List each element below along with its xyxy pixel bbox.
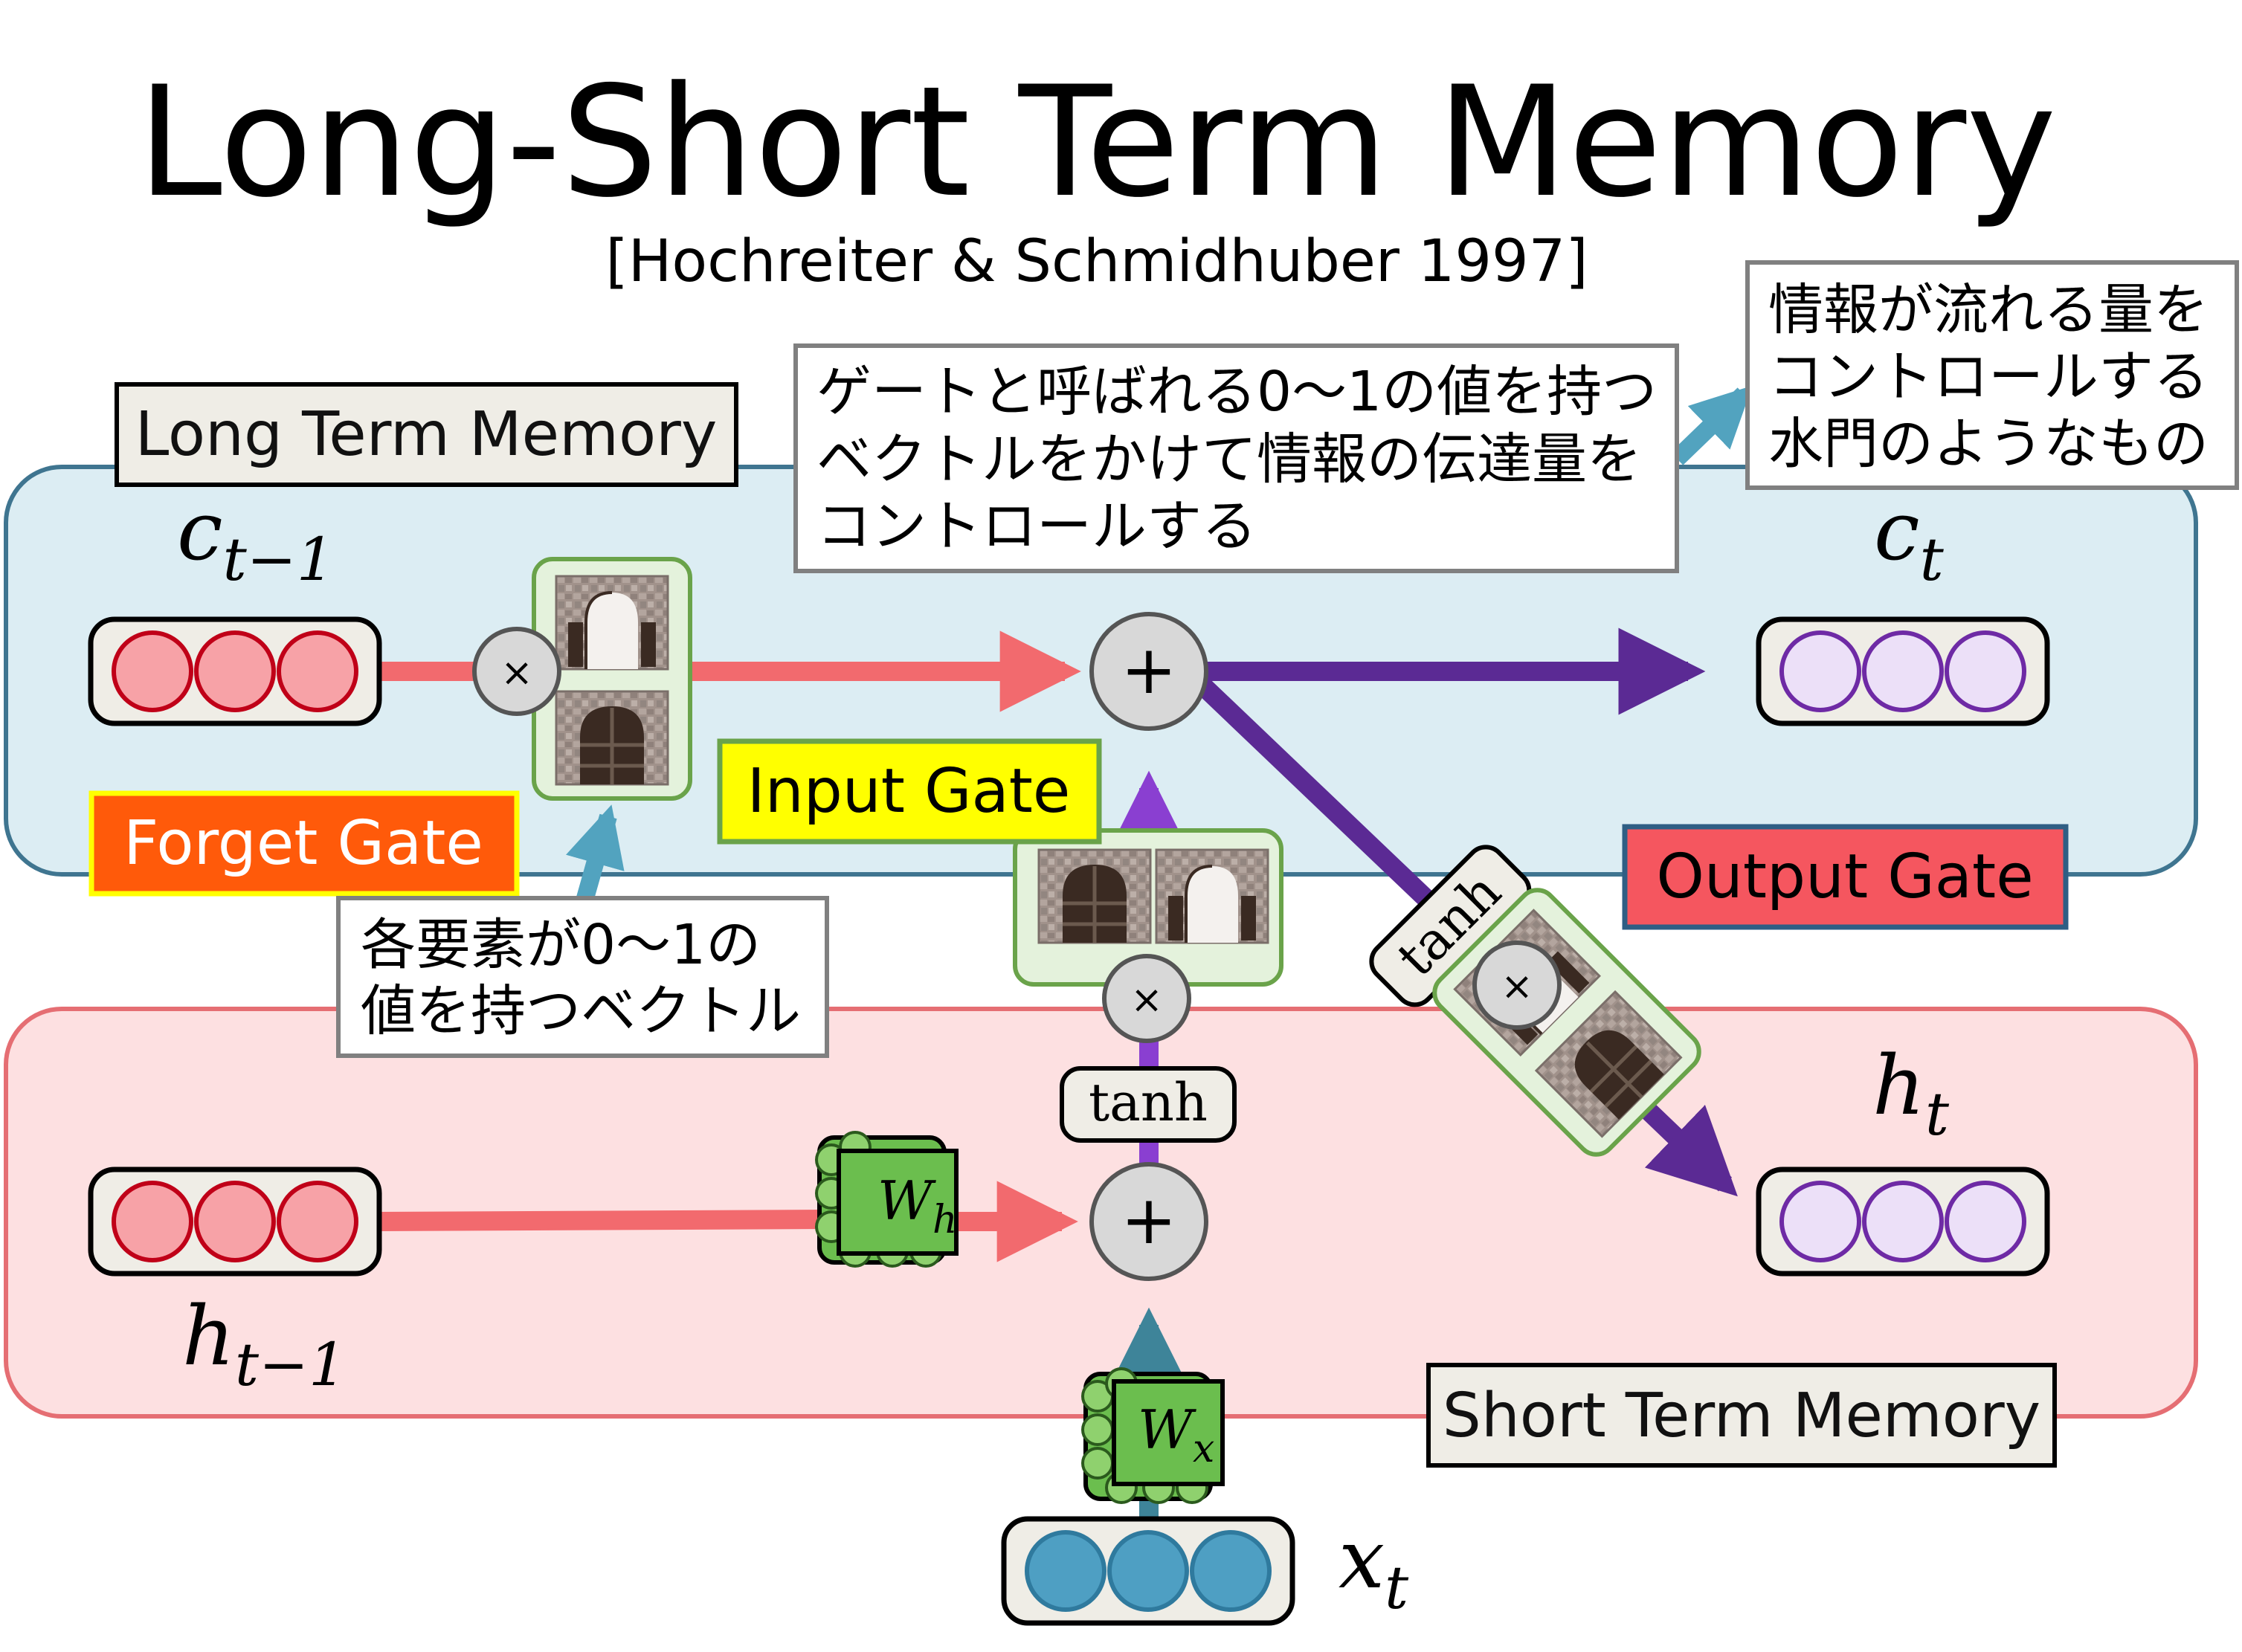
tanh-input-text: tanh [1089, 1072, 1208, 1133]
output-gate-label: Output Gate [1622, 824, 2069, 930]
callout-gate-description: ゲートと呼ばれる0〜1の値を持つ ベクトルをかけて情報の伝達量を コントロールす… [793, 343, 1679, 573]
short-term-memory-text: Short Term Memory [1443, 1381, 2040, 1451]
callout-sluice-description: 情報が流れる量を コントロールする 水門のようなもの [1745, 260, 2239, 490]
vector-x-t-cell [1025, 1530, 1106, 1612]
forget-multiply-symbol: × [500, 651, 533, 695]
vector-c-t-cell [1862, 630, 1944, 712]
output-multiply-node: × [1472, 940, 1562, 1030]
vector-h-prev [88, 1167, 382, 1277]
callout-sluice-line-3: 水門のようなもの [1768, 412, 2209, 476]
forget-gate-text: Forget Gate [123, 808, 483, 879]
long-term-memory-label: Long Term Memory [115, 382, 738, 487]
vector-x-t-cell [1107, 1530, 1189, 1612]
label-x-t: xt [1339, 1511, 1409, 1622]
short-term-memory-label: Short Term Memory [1426, 1363, 2057, 1468]
label-c-t: ct [1874, 483, 1945, 594]
output-gate-text: Output Gate [1656, 842, 2033, 912]
input-gate-label: Input Gate [717, 738, 1102, 845]
vector-h-t-cell [1945, 1181, 2026, 1262]
label-h-prev: ht−1 [182, 1288, 347, 1399]
long-term-memory-text: Long Term Memory [135, 399, 718, 470]
callout-arrow-vector [566, 804, 625, 906]
input-gate-text: Input Gate [747, 756, 1071, 827]
input-multiply-node: × [1102, 954, 1191, 1043]
cell-plus-node: + [1089, 612, 1208, 731]
vector-x-t-cell [1190, 1530, 1272, 1612]
callout-gate-line-1: ゲートと呼ばれる0〜1の値を持つ [816, 360, 1657, 424]
forget-gate-label: Forget Gate [88, 790, 520, 897]
vector-c-prev-cell [112, 630, 193, 712]
callout-vector-description: 各要素が0〜1の 値を持つベクトル [336, 896, 829, 1058]
callout-gate-line-2: ベクトルをかけて情報の伝達量を [816, 427, 1642, 491]
input-plus-node: + [1089, 1162, 1208, 1281]
callout-vector-line-1: 各要素が0〜1の [361, 913, 761, 977]
forget-multiply-node: × [472, 627, 561, 716]
vector-h-prev-cell [112, 1181, 193, 1262]
gate-open-icon [555, 575, 669, 671]
label-h-t: ht [1872, 1038, 1950, 1149]
callout-arrow-sluice [1670, 385, 1753, 465]
weight-wx: Wx [1081, 1367, 1225, 1504]
vector-c-t-cell [1779, 630, 1861, 712]
gate-open-icon [1155, 848, 1269, 944]
weight-wh-label: Wh [877, 1169, 958, 1242]
vector-h-t-cell [1779, 1181, 1861, 1262]
gate-closed-icon [556, 691, 668, 784]
tanh-input-node: tanh [1060, 1066, 1237, 1143]
callout-sluice-line-2: コントロールする [1768, 345, 2209, 409]
page-title: Long-Short Term Memory [137, 54, 2056, 231]
vector-c-t-cell [1945, 630, 2026, 712]
gate-closed-icon [1039, 850, 1150, 943]
vector-h-prev-cell [194, 1181, 276, 1262]
callout-sluice-line-1: 情報が流れる量を [1768, 278, 2209, 342]
arrow-hprev-to-wh [379, 1210, 826, 1231]
vector-h-t [1756, 1167, 2050, 1277]
vector-h-prev-cell [277, 1181, 358, 1262]
vector-c-prev-cell [277, 630, 358, 712]
vector-h-t-cell [1862, 1181, 1944, 1262]
vector-x-t [1001, 1516, 1295, 1626]
callout-gate-line-3: コントロールする [816, 494, 1257, 558]
callout-vector-line-2: 値を持つベクトル [361, 979, 801, 1043]
weight-wx-label: Wx [1138, 1398, 1214, 1471]
vector-c-prev-cell [194, 630, 276, 712]
label-c-prev: ct−1 [177, 483, 335, 594]
vector-c-prev [88, 616, 382, 726]
input-multiply-symbol: × [1130, 978, 1163, 1022]
citation: [Hochreiter & Schmidhuber 1997] [605, 228, 1588, 295]
input-plus-symbol: + [1121, 1181, 1176, 1259]
vector-c-t [1756, 616, 2050, 726]
weight-wh: Wh [815, 1131, 959, 1268]
output-multiply-symbol: × [1501, 964, 1533, 1009]
cell-plus-symbol: + [1121, 631, 1176, 709]
